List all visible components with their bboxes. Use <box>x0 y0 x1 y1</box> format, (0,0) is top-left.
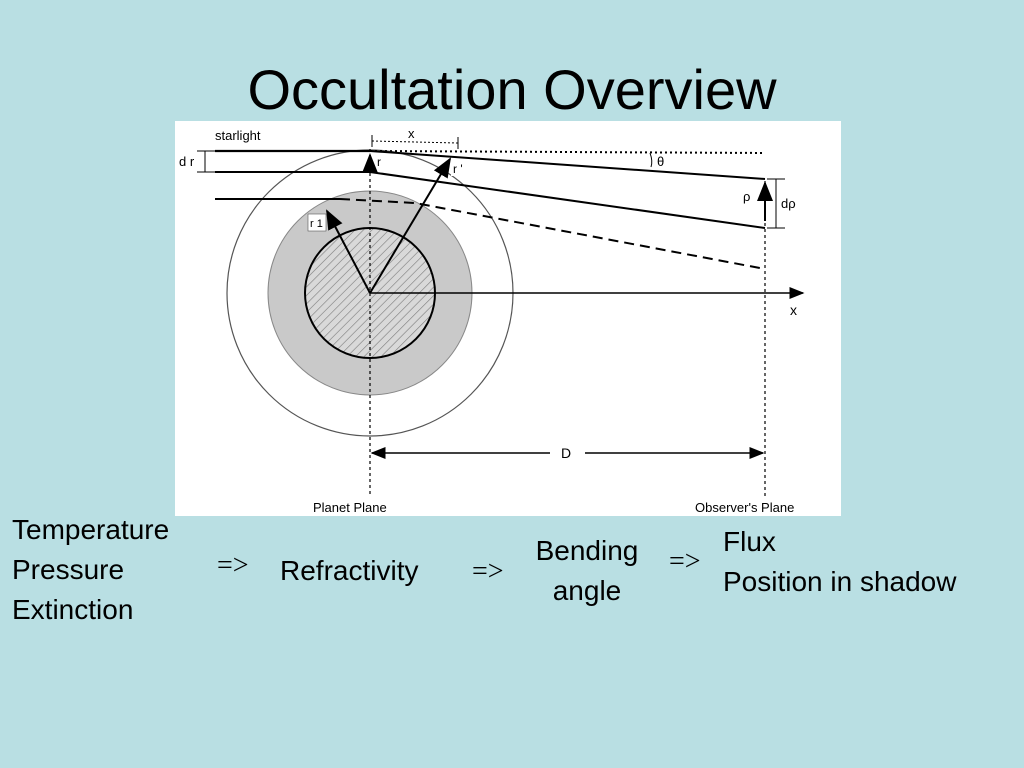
r1-label: r 1 <box>310 218 323 230</box>
input-pressure: Pressure <box>12 554 125 585</box>
distance-label: D <box>561 445 571 461</box>
ray-lower-dashed <box>339 198 766 270</box>
r-prime-arrow <box>369 157 452 294</box>
theta-arc <box>649 152 653 168</box>
outputs-list: Flux Position in shadow <box>723 522 956 602</box>
r-prime-label: r ' <box>453 162 463 176</box>
planet-plane-label: Planet Plane <box>313 500 387 515</box>
occultation-diagram: x d r starlight x r r ' <box>175 121 841 516</box>
diagram-svg: x d r starlight x r r ' <box>179 126 805 515</box>
r1-arrow <box>326 209 371 294</box>
x-bracket-line <box>371 140 459 144</box>
observer-plane-label: Observer's Plane <box>695 500 794 515</box>
r1-label-box <box>307 213 327 232</box>
rho-label: ρ <box>743 189 750 204</box>
drho-label: dρ <box>781 196 796 211</box>
output-position-in-shadow: Position in shadow <box>723 566 957 597</box>
x-axis-label: x <box>790 302 797 318</box>
refractivity-label: Refractivity <box>280 555 419 586</box>
starlight-label: starlight <box>215 128 261 143</box>
output-flux: Flux <box>723 526 776 557</box>
flow-arrow-1: => <box>217 550 249 581</box>
angle-line: angle <box>552 575 622 606</box>
ray-top-undeflected <box>369 150 766 154</box>
theta-label: θ <box>657 154 664 169</box>
flow-arrow-2: => <box>472 556 504 587</box>
flow-arrow-3: => <box>669 546 701 577</box>
input-temperature: Temperature <box>12 514 170 545</box>
ray-top-deflected <box>369 150 766 180</box>
dr-label: d r <box>179 154 195 169</box>
bending-angle-label: Bending angle <box>522 531 652 611</box>
bending-line: Bending <box>535 535 639 566</box>
r-label: r <box>377 155 381 169</box>
r-prime-label-box <box>451 161 469 176</box>
inputs-list: Temperature Pressure Extinction <box>12 510 169 630</box>
slide-title: Occultation Overview <box>247 58 777 121</box>
x-top-label: x <box>408 126 415 141</box>
input-extinction: Extinction <box>12 594 134 625</box>
